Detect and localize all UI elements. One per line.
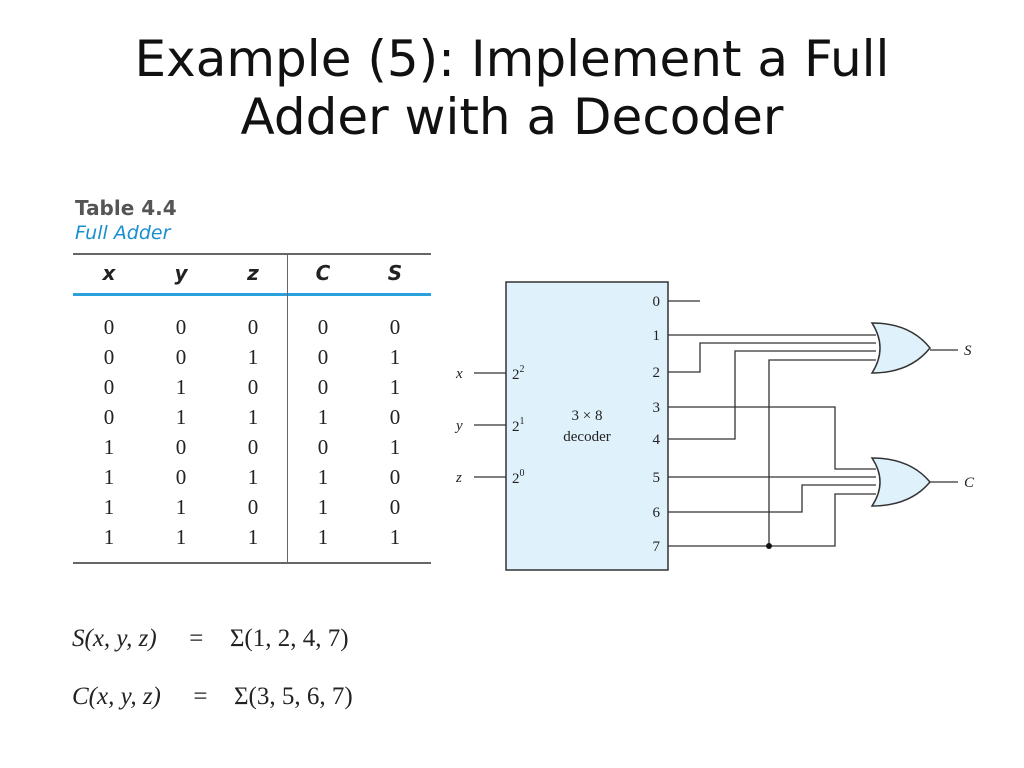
sum-equation-equals: = bbox=[189, 625, 204, 652]
table-cell: 0 bbox=[247, 315, 259, 339]
slide-title-line-1: Example (5): Implement a Full bbox=[134, 30, 890, 88]
output-label-2: 2 bbox=[653, 365, 661, 381]
wire-out3-to-or-c bbox=[668, 406, 876, 470]
table-header-x: x bbox=[102, 261, 116, 285]
carry-equation: C(x, y, z) = Σ(3, 5, 6, 7) bbox=[72, 683, 353, 711]
output-label-1: 1 bbox=[653, 328, 661, 344]
table-header-y: y bbox=[174, 261, 188, 285]
or-gate-carry bbox=[870, 457, 931, 507]
table-header-z: z bbox=[247, 261, 259, 285]
table-cell: 1 bbox=[247, 525, 259, 549]
input-label-x: x bbox=[455, 366, 463, 382]
table-cell: 1 bbox=[389, 345, 401, 369]
table-cell: 1 bbox=[103, 465, 115, 489]
table-cell: 0 bbox=[389, 495, 401, 519]
table-cell: 0 bbox=[247, 495, 259, 519]
output-label-4: 4 bbox=[653, 432, 661, 448]
table-cell: 0 bbox=[389, 465, 401, 489]
table-cell: 0 bbox=[317, 315, 329, 339]
output-label-7: 7 bbox=[653, 539, 661, 555]
input-label-z: z bbox=[455, 470, 462, 486]
gate-output-label-c: C bbox=[964, 475, 975, 491]
decoder-label-size: 3 × 8 bbox=[572, 408, 603, 424]
table-cell: 1 bbox=[175, 375, 187, 399]
table-cell: 0 bbox=[175, 435, 187, 459]
slide-title: Example (5): Implement a Full Adder with… bbox=[0, 30, 1024, 146]
table-header-rule bbox=[73, 293, 431, 296]
truth-table: x y z C S 0 0 0 0 0 0 0 1 0 1 0 1 0 0 1 0 1 1 1 0 1 0 0 0 1 1 0 1 1 0 1 1 0 1 0… bbox=[73, 253, 431, 565]
table-cell: 1 bbox=[389, 525, 401, 549]
table-cell: 0 bbox=[103, 345, 115, 369]
sum-equation: S(x, y, z) = Σ(1, 2, 4, 7) bbox=[72, 625, 349, 653]
table-cell: 1 bbox=[175, 495, 187, 519]
table-bottom-rule bbox=[73, 562, 431, 564]
input-label-y: y bbox=[454, 418, 463, 434]
wire-out4-to-or-s bbox=[668, 350, 876, 440]
table-cell: 0 bbox=[247, 375, 259, 399]
output-label-0: 0 bbox=[653, 294, 661, 310]
table-top-rule bbox=[73, 253, 431, 255]
wire-out7-to-or-s bbox=[768, 359, 876, 546]
table-cell: 1 bbox=[389, 375, 401, 399]
table-number: Table 4.4 bbox=[75, 196, 177, 220]
wire-out7-to-or-c bbox=[668, 493, 876, 547]
carry-equation-equals: = bbox=[193, 683, 208, 710]
or-gate-sum bbox=[870, 322, 931, 374]
table-cell: 1 bbox=[317, 465, 329, 489]
table-cell: 1 bbox=[103, 495, 115, 519]
sum-equation-lhs: S(x, y, z) bbox=[72, 625, 157, 652]
output-label-5: 5 bbox=[653, 470, 661, 486]
decoder-label-name: decoder bbox=[563, 429, 610, 445]
output-label-6: 6 bbox=[653, 505, 661, 521]
table-cell: 1 bbox=[247, 465, 259, 489]
table-header-s: S bbox=[387, 261, 403, 285]
table-cell: 0 bbox=[103, 375, 115, 399]
wire-junction-dot bbox=[766, 543, 772, 549]
table-name: Full Adder bbox=[75, 222, 171, 244]
table-cell: 0 bbox=[175, 345, 187, 369]
table-cell: 0 bbox=[317, 375, 329, 399]
table-cell: 1 bbox=[247, 405, 259, 429]
table-cell: 1 bbox=[389, 435, 401, 459]
gate-output-label-s: S bbox=[964, 343, 972, 359]
output-label-3: 3 bbox=[653, 400, 661, 416]
sum-equation-rhs: Σ(1, 2, 4, 7) bbox=[229, 625, 349, 652]
table-cell: 1 bbox=[103, 525, 115, 549]
table-cell: 1 bbox=[103, 435, 115, 459]
decoder-block bbox=[505, 281, 669, 571]
table-cell: 0 bbox=[103, 405, 115, 429]
table-cell: 1 bbox=[317, 405, 329, 429]
slide-title-line-2: Adder with a Decoder bbox=[240, 88, 784, 146]
table-cell: 1 bbox=[175, 525, 187, 549]
table-cell: 0 bbox=[389, 315, 401, 339]
table-cell: 0 bbox=[103, 315, 115, 339]
table-cell: 1 bbox=[247, 345, 259, 369]
table-cell: 0 bbox=[175, 465, 187, 489]
table-cell: 0 bbox=[317, 345, 329, 369]
table-cell: 0 bbox=[317, 435, 329, 459]
table-cell: 0 bbox=[247, 435, 259, 459]
table-column-divider bbox=[287, 253, 288, 564]
carry-equation-lhs: C(x, y, z) bbox=[72, 683, 161, 710]
wire-out2-to-or-s bbox=[668, 342, 876, 373]
wire-out6-to-or-c bbox=[668, 484, 876, 513]
carry-equation-rhs: Σ(3, 5, 6, 7) bbox=[233, 683, 353, 710]
table-cell: 1 bbox=[317, 495, 329, 519]
table-cell: 1 bbox=[317, 525, 329, 549]
table-header-c: C bbox=[315, 261, 331, 285]
table-cell: 1 bbox=[175, 405, 187, 429]
table-cell: 0 bbox=[389, 405, 401, 429]
table-cell: 0 bbox=[175, 315, 187, 339]
